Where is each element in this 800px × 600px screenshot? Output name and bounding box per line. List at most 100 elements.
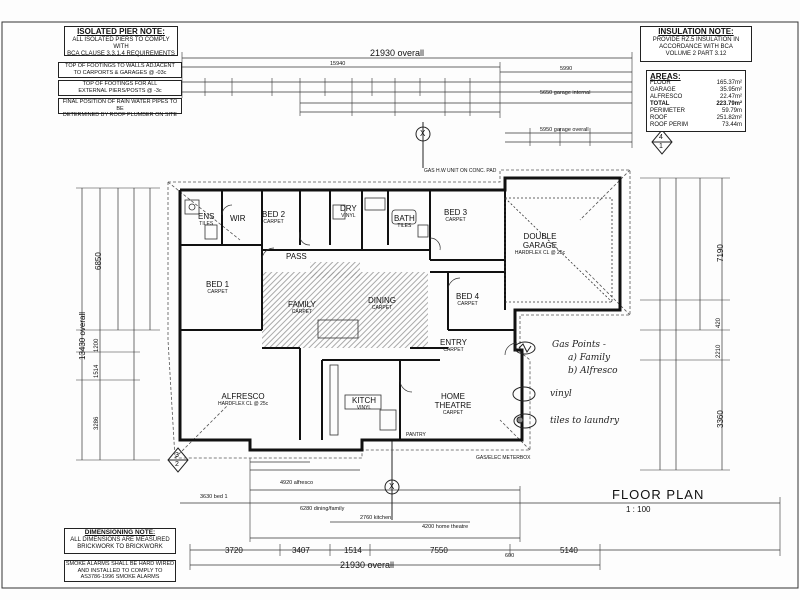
room-entry-name: ENTRY xyxy=(440,338,467,347)
dim-right-2210: 2210 xyxy=(716,344,722,358)
room-alfresco-name: ALFRESCO xyxy=(221,392,265,401)
areas-row: TOTAL 223.79m² xyxy=(650,101,742,108)
dim-dining-6280: 6280 dining/family xyxy=(300,506,345,512)
dim-left-1514: 1514 xyxy=(94,364,100,378)
room-bath-finish: TILES xyxy=(397,223,412,229)
dim-left-3286: 3286 xyxy=(94,416,100,430)
areas-row: ALFRESCO 22.47m² xyxy=(650,94,742,101)
handwritten-a-family: a) Family xyxy=(568,353,611,363)
room-alfresco-finish: HARDFLEX CL @ 25c xyxy=(218,401,269,407)
room-garage-name: DOUBLE GARAGE xyxy=(522,232,558,250)
footings-walls-note-line1: TOP OF FOOTINGS TO WALLS ADJACENT xyxy=(65,63,175,69)
areas-value: 165.37m² xyxy=(716,80,742,86)
areas-value: 35.95m² xyxy=(719,87,742,93)
dim-15940: 15940 xyxy=(330,61,346,67)
areas-value: 59.79m xyxy=(721,108,742,114)
areas-row: PERIMETER 59.79m xyxy=(650,108,742,115)
dimensioning-note-line2: BRICKWORK TO BRICKWORK xyxy=(77,544,163,550)
handwritten-b-alfresco: b) Alfresco xyxy=(568,366,618,376)
dimensioning-note-title: DIMENSIONING NOTE: xyxy=(84,529,156,536)
room-ens-name: ENS xyxy=(198,212,215,221)
handwritten-tiles: tiles to laundry xyxy=(550,416,620,426)
room-alfresco: ALFRESCO HARDFLEX CL @ 25c xyxy=(218,392,268,407)
areas-key: ALFRESCO xyxy=(650,94,683,100)
room-garage: DOUBLE GARAGE HARDFLEX CL @ 25c xyxy=(512,232,568,256)
isolated-pier-note-title: ISOLATED PIER NOTE: xyxy=(77,27,165,36)
isolated-pier-note-line2: BCA CLAUSE 3.3.1.4 REQUIREMENTS xyxy=(67,51,175,57)
room-dining: DINING CARPET xyxy=(368,296,396,311)
section-mark-3-den: 2 xyxy=(175,461,179,468)
room-wir-name: WIR xyxy=(230,214,246,223)
room-ens-finish: TILES xyxy=(199,221,214,227)
areas-value: 22.47m² xyxy=(719,94,742,100)
dim-bottom-5140: 5140 xyxy=(560,546,578,555)
room-family: FAMILY CARPET xyxy=(288,300,316,315)
insulation-note-line2: ACCORDANCE WITH BCA xyxy=(659,44,733,50)
footings-walls-note-line2: TO CARPORTS & GARAGES @ -03c xyxy=(73,69,167,76)
room-pantry: PANTRY xyxy=(406,432,426,438)
room-bed1-name: BED 1 xyxy=(206,280,230,289)
isolated-pier-note-line1: ALL ISOLATED PIERS TO COMPLY WITH xyxy=(72,37,170,50)
insulation-note-line1: PROVIDE RZ.5 INSULATION IN xyxy=(652,37,740,43)
dim-left-1200: 1200 xyxy=(94,338,100,352)
areas-value: 73.44m xyxy=(721,122,742,128)
dim-garage-internal: 5650 garage internal xyxy=(540,90,591,96)
room-entry-finish: CARPET xyxy=(443,347,464,353)
room-theatre-finish: CARPET xyxy=(442,410,464,416)
areas-key: TOTAL xyxy=(650,101,670,107)
room-bed1-finish: CARPET xyxy=(207,289,228,295)
room-dry-finish: VINYL xyxy=(341,213,356,219)
dim-bottom-600: 600 xyxy=(505,553,515,559)
rain-water-note: FINAL POSITION OF RAIN WATER PIPES TO BE… xyxy=(58,98,182,118)
section-mark-3-num: 3 xyxy=(175,452,179,459)
dim-bottom-1514: 1514 xyxy=(344,546,362,555)
room-ens: ENS TILES xyxy=(198,212,214,227)
areas-key: FLOOR xyxy=(650,80,671,86)
room-dining-name: DINING xyxy=(368,296,396,305)
room-bed4: BED 4 CARPET xyxy=(456,292,479,307)
dim-bed1-3630: 3630 bed 1 xyxy=(200,494,228,500)
room-kitch-finish: VINYL xyxy=(356,405,372,411)
dim-kitchen-2760: 2760 kitchen xyxy=(360,515,392,521)
footings-walls-note: TOP OF FOOTINGS TO WALLS ADJACENT TO CAR… xyxy=(58,62,182,78)
room-bed3: BED 3 CARPET xyxy=(444,208,467,223)
dim-overall-bottom: 21930 overall xyxy=(340,560,395,570)
room-pass: PASS xyxy=(286,252,307,261)
gas-hw-unit-label: GAS H.W UNIT ON CONC. PAD xyxy=(424,168,497,174)
areas-row: FLOOR 165.37m² xyxy=(650,80,742,87)
drawing-title: FLOOR PLAN xyxy=(612,487,705,502)
smoke-alarm-note-line1: SMOKE ALARMS SHALL BE HARD WIRED xyxy=(65,561,175,567)
dim-right-7190: 7190 xyxy=(716,244,725,262)
room-bed4-finish: CARPET xyxy=(457,301,478,307)
insulation-note: INSULATION NOTE: PROVIDE RZ.5 INSULATION… xyxy=(640,26,752,62)
drawing-scale: 1 : 100 xyxy=(626,505,651,514)
room-theatre-name: HOME THEATRE xyxy=(434,392,472,410)
dim-left-13430: 13430 overall xyxy=(78,311,87,360)
areas-value: 223.79m² xyxy=(716,101,742,107)
room-dry-name: DRY xyxy=(340,204,357,213)
room-pantry-name: PANTRY xyxy=(406,432,426,438)
room-bed3-name: BED 3 xyxy=(444,208,468,217)
areas-value: 251.82m² xyxy=(716,115,742,121)
room-entry: ENTRY CARPET xyxy=(440,338,467,353)
room-dry: DRY VINYL xyxy=(340,204,357,219)
smoke-alarm-note-line3: AS3786-1996 SMOKE ALARMS xyxy=(80,574,160,580)
gas-meter-label: GAS/ELEC METERBOX xyxy=(476,455,531,461)
room-garage-finish: HARDFLEX CL @ 25c xyxy=(514,250,566,256)
areas-key: PERIMETER xyxy=(650,108,686,114)
areas-row: ROOF PERIM 73.44m xyxy=(650,122,742,129)
dimensioning-note: DIMENSIONING NOTE: ALL DIMENSIONS ARE ME… xyxy=(64,528,176,554)
section-mark-4-den: 1 xyxy=(659,143,663,150)
room-kitch: KITCH VINYL xyxy=(352,396,376,411)
handwritten-vinyl: vinyl xyxy=(550,389,572,399)
dim-theatre-4200: 4200 home theatre xyxy=(422,524,469,530)
room-bed2: BED 2 CARPET xyxy=(262,210,285,225)
handwritten-gas-points: Gas Points - xyxy=(552,340,606,350)
insulation-note-line3: VOLUME 2 PART 3.12 xyxy=(665,51,727,57)
areas-key: ROOF PERIM xyxy=(650,122,689,128)
